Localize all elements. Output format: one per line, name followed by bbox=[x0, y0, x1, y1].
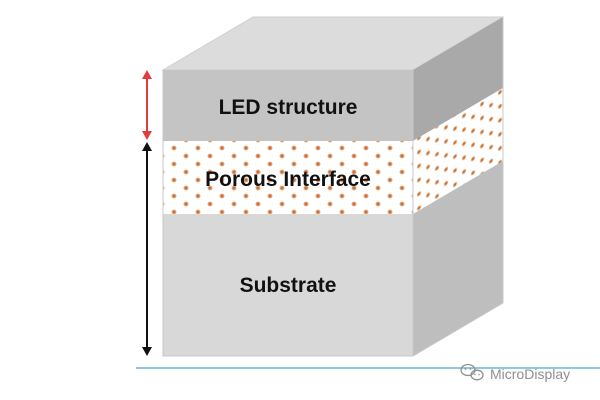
substrate-side-face bbox=[413, 161, 503, 356]
led-structure-label: LED structure bbox=[219, 96, 358, 119]
watermark: MicroDisplay bbox=[460, 363, 570, 382]
porous-front-face bbox=[163, 141, 413, 214]
black-double-arrow bbox=[142, 142, 152, 356]
wechat-icon bbox=[460, 363, 484, 381]
porous-side-face bbox=[413, 88, 503, 214]
led-side-face bbox=[413, 17, 503, 141]
substrate-label: Substrate bbox=[240, 274, 337, 297]
watermark-text: MicroDisplay bbox=[490, 366, 570, 382]
porous-interface-label: Porous Interface bbox=[205, 168, 371, 191]
red-double-arrow bbox=[142, 70, 152, 140]
substrate-front-face bbox=[163, 214, 413, 356]
cube-edges bbox=[162, 17, 504, 357]
led-front-face bbox=[163, 70, 413, 141]
